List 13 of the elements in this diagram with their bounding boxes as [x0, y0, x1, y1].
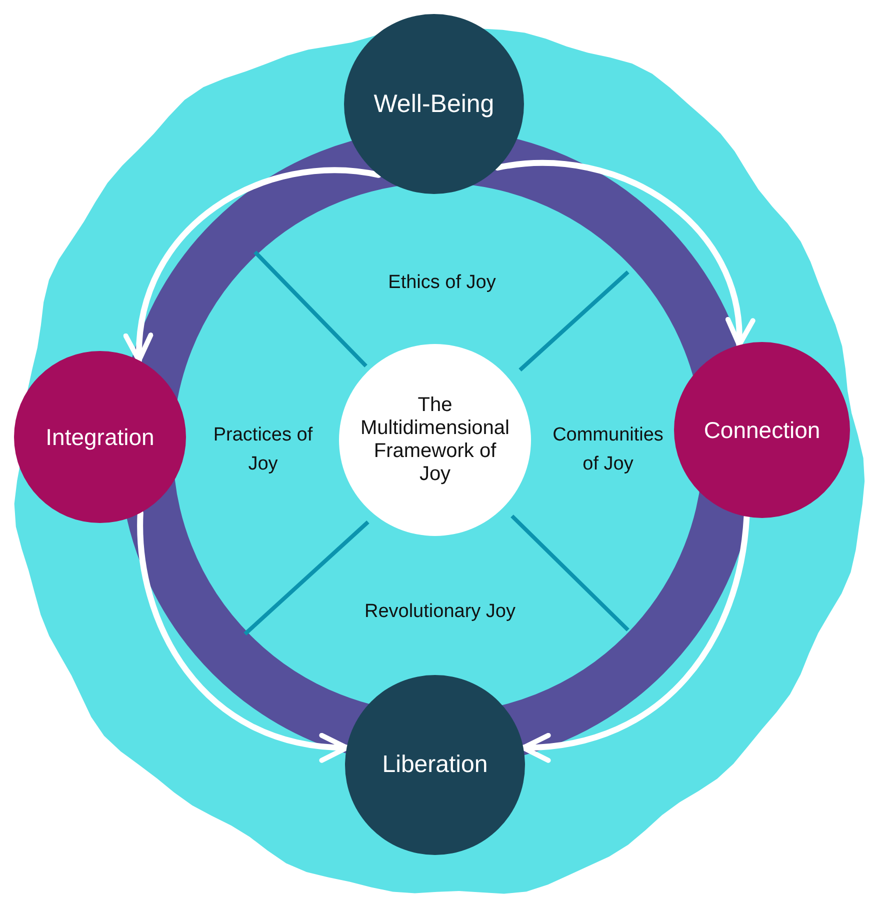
curved-arrow — [125, 168, 382, 364]
node-label: Well-Being — [374, 90, 494, 118]
curved-arrow — [494, 160, 754, 348]
node-label: Liberation — [382, 751, 488, 779]
quadrant-label: Practices of Joy — [212, 424, 314, 476]
quadrant-label: Revolutionary Joy — [363, 600, 517, 624]
curved-arrow — [137, 510, 350, 761]
curved-arrow — [520, 514, 750, 762]
quadrant-label: Communities of Joy — [552, 424, 664, 476]
quadrant-label: Ethics of Joy — [387, 270, 497, 295]
node-label: Connection — [704, 416, 820, 444]
node-label: Integration — [46, 424, 154, 450]
node-label: The Multidimensional Framework of Joy — [360, 394, 510, 486]
